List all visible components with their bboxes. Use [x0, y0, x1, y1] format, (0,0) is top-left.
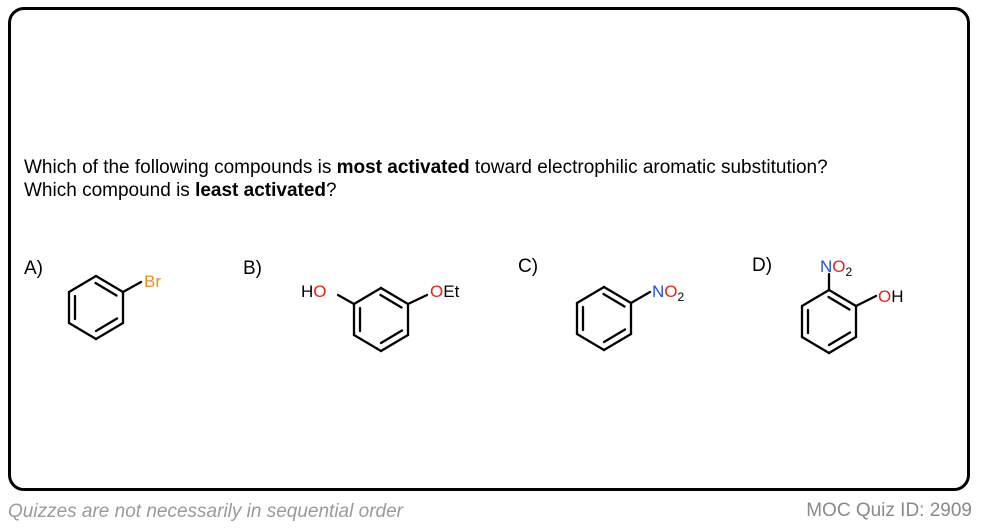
hydroxyl-group-d: OH	[878, 287, 904, 306]
question-line2-start: Which compound is	[24, 180, 196, 201]
question-text: Which of the following compounds is most…	[24, 156, 964, 202]
quiz-id: MOC Quiz ID: 2909	[806, 500, 972, 521]
question-line1-start: Which of the following compounds is	[24, 157, 337, 178]
hydrogen-label: H	[891, 287, 903, 306]
quiz-card	[8, 7, 970, 491]
question-line2-emphasis: least activated	[195, 180, 327, 201]
oxygen-label: O	[313, 282, 326, 301]
subscript-two: 2	[846, 265, 853, 279]
molecule-b-ethoxyphenol: HO OEt	[301, 282, 460, 353]
nitro-group-c: NO2	[652, 282, 685, 304]
bromine-label: Br	[144, 272, 161, 291]
molecule-a-bromobenzene: Br	[67, 272, 161, 341]
nitrogen-label: N	[820, 257, 832, 276]
oxygen-label: O	[832, 257, 845, 276]
footer-note: Quizzes are not necessarily in sequentia…	[8, 501, 403, 522]
molecule-c-nitrobenzene: NO2	[575, 282, 685, 352]
subscript-two: 2	[678, 290, 685, 304]
ethyl-label: Et	[443, 282, 459, 301]
option-a-label: A)	[24, 258, 43, 279]
oxygen-label: O	[878, 287, 891, 306]
option-d-label: D)	[752, 255, 773, 276]
question-line1-end: toward electrophilic aromatic substituti…	[469, 157, 828, 178]
ethoxy-group: OEt	[430, 282, 460, 301]
nitro-group-d: NO2	[820, 257, 853, 279]
oxygen-label: O	[664, 282, 677, 301]
hydrogen-label: H	[301, 282, 313, 301]
question-line1-emphasis: most activated	[336, 157, 470, 178]
option-b-label: B)	[243, 258, 262, 279]
question-line2-end: ?	[326, 180, 337, 201]
oxygen-label: O	[430, 282, 443, 301]
hydroxyl-group-b: HO	[301, 282, 327, 301]
nitrogen-label: N	[652, 282, 664, 301]
molecule-d-nitrophenol: NO2 OH	[800, 257, 904, 355]
option-c-label: C)	[518, 256, 539, 277]
